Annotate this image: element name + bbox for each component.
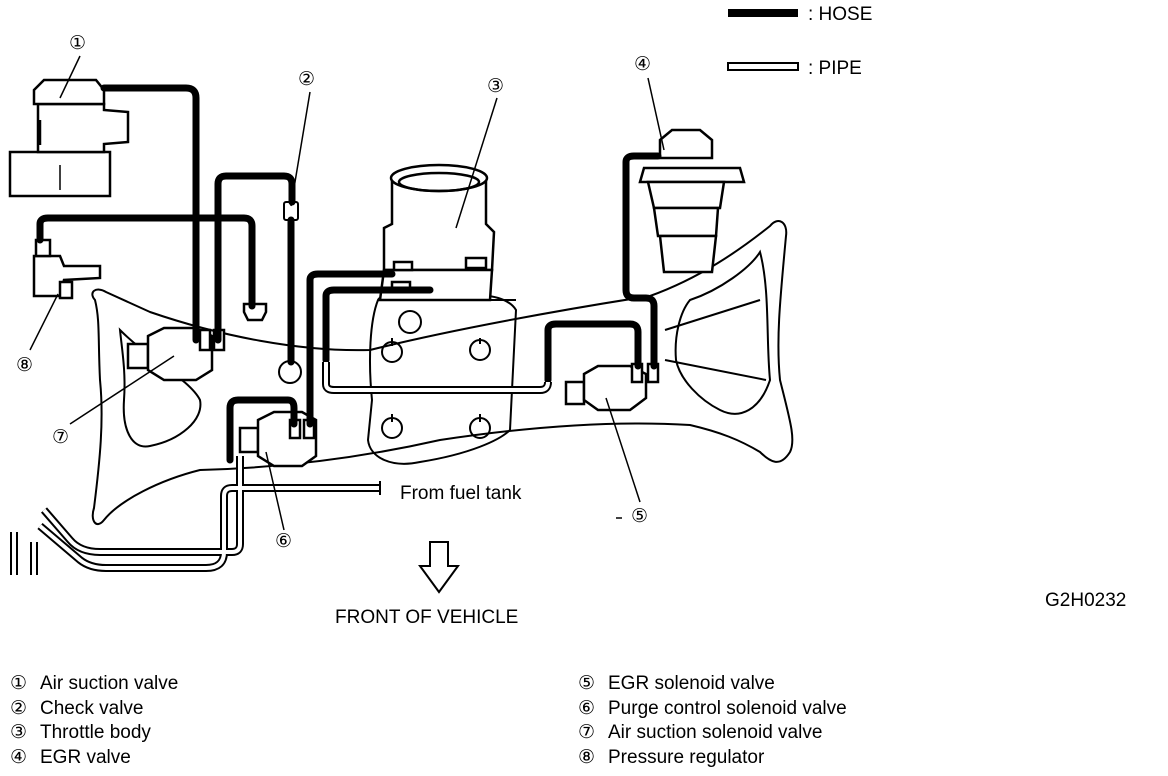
- intake-manifold: [91, 220, 794, 526]
- hose-key-label: : HOSE: [808, 4, 872, 25]
- component-item: ④ EGR valve: [10, 746, 178, 771]
- component-name: EGR solenoid valve: [608, 673, 775, 694]
- callout-7: ⑦: [52, 427, 69, 448]
- callout-1: ①: [69, 33, 86, 54]
- hoses: [36, 84, 662, 464]
- component-name: Throttle body: [40, 722, 151, 743]
- component-number: ⑦: [578, 722, 596, 743]
- figure-code: G2H0232: [1045, 590, 1126, 611]
- purge-control-solenoid-valve: [238, 410, 318, 468]
- component-item: ③ Throttle body: [10, 721, 178, 746]
- component-number: ③: [10, 722, 28, 743]
- air-suction-valve: [8, 78, 130, 198]
- callout-2: ②: [298, 69, 315, 90]
- component-item: ⑦ Air suction solenoid valve: [578, 721, 847, 746]
- callout-8: ⑧: [16, 355, 33, 376]
- from-fuel-tank-label: From fuel tank: [400, 483, 522, 504]
- component-number: ①: [10, 673, 28, 694]
- front-of-vehicle-label: FRONT OF VEHICLE: [335, 607, 518, 628]
- component-item: ⑥ Purge control solenoid valve: [578, 697, 847, 722]
- egr-solenoid-valve: [564, 362, 660, 412]
- component-number: ④: [10, 746, 28, 768]
- component-list-left: ① Air suction valve ② Check valve ③ Throttl…: [10, 672, 178, 770]
- component-number: ⑧: [578, 746, 596, 768]
- component-name: Purge control solenoid valve: [608, 697, 847, 719]
- component-name: Check valve: [40, 697, 144, 719]
- component-number: ⑤: [578, 673, 596, 694]
- egr-valve: [638, 128, 746, 274]
- pipes: [10, 362, 552, 575]
- leader-lines: [29, 55, 665, 531]
- callout-5: ⑤: [631, 506, 648, 527]
- line-key: : HOSE : PIPE: [727, 4, 872, 79]
- callout-4: ④: [634, 54, 651, 75]
- pipe-key-label: : PIPE: [808, 58, 862, 79]
- throttle-body: [378, 163, 496, 302]
- callout-3: ③: [487, 76, 504, 97]
- callout-6: ⑥: [275, 531, 292, 552]
- hose-key-swatch: [728, 9, 798, 17]
- component-item: ⑤ EGR solenoid valve: [578, 672, 847, 697]
- component-item: ⑧ Pressure regulator: [578, 746, 847, 771]
- component-number: ②: [10, 697, 28, 719]
- callout-numbers: ① ② ③ ④ ⑤ ⑥ ⑦ ⑧: [16, 33, 651, 552]
- pressure-regulator: [32, 238, 102, 300]
- component-item: ② Check valve: [10, 697, 178, 722]
- pipe-key-swatch: [727, 62, 799, 71]
- component-name: Pressure regulator: [608, 746, 765, 768]
- component-item: ① Air suction valve: [10, 672, 178, 697]
- front-arrow-icon: [418, 541, 460, 594]
- component-name: Air suction solenoid valve: [608, 722, 823, 743]
- component-list-right: ⑤ EGR solenoid valve ⑥ Purge control solen…: [578, 672, 847, 770]
- component-number: ⑥: [578, 697, 596, 719]
- component-name: EGR valve: [40, 746, 131, 768]
- component-name: Air suction valve: [40, 673, 179, 694]
